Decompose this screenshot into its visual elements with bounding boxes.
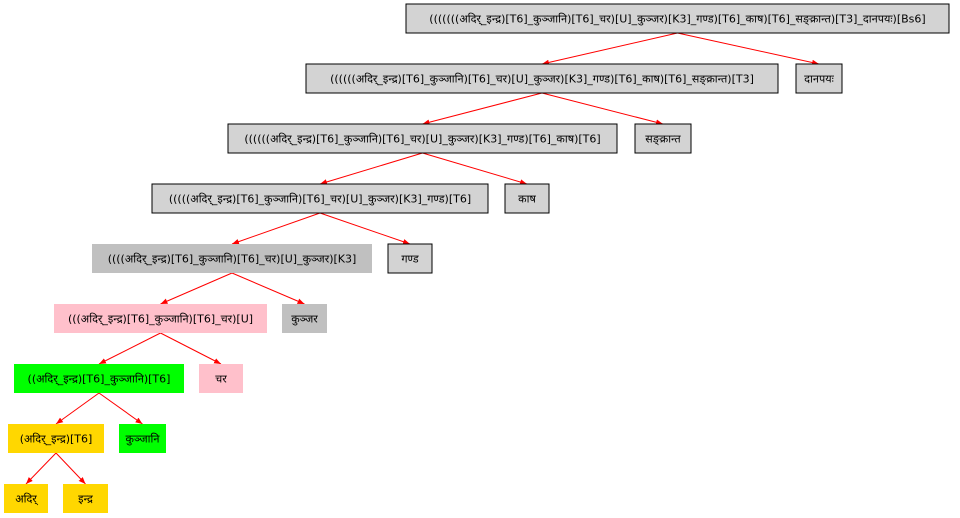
tree-node: (((((अदिर्_इन्द्र)[T6]_कुञ्जानि)[T6]_चर)… [151, 183, 489, 214]
node-label: (((((अदिर्_इन्द्र)[T6]_कुञ्जानि)[T6]_चर)… [169, 193, 471, 206]
node-box [54, 304, 267, 333]
node-box [405, 3, 950, 34]
node-label: (अदिर्_इन्द्र)[T6] [20, 433, 93, 446]
node-label: गण्ड [401, 253, 418, 266]
tree-node: काष [504, 183, 550, 214]
tree-node: ((((((अदिर्_इन्द्र)[T6]_कुञ्जानि)[T6]_चर… [227, 123, 618, 154]
edge-n7-n9 [160, 272, 233, 305]
edge-n11-n14 [98, 392, 143, 425]
node-box [63, 484, 108, 513]
node-label: काष [518, 193, 536, 206]
tree-node: दानपयः [795, 63, 843, 94]
edge-n11-n13 [55, 392, 100, 425]
node-label: (((अदिर्_इन्द्र)[T6]_कुञ्जानि)[T6]_चर)[U… [68, 313, 253, 326]
node-box [119, 424, 166, 453]
node-box [282, 304, 327, 333]
node-label: अदिर् [15, 493, 39, 506]
tree-node: (((अदिर्_इन्द्र)[T6]_कुञ्जानि)[T6]_चर)[U… [54, 304, 267, 333]
tree-node: गण्ड [387, 243, 433, 274]
node-box [504, 183, 550, 214]
node-box [387, 243, 433, 274]
node-label: ((((((अदिर्_इन्द्र)[T6]_कुञ्जानि)[T6]_चर… [244, 133, 600, 146]
node-box [4, 484, 48, 513]
tree-node: (अदिर्_इन्द्र)[T6] [8, 424, 104, 453]
node-box [795, 63, 843, 94]
node-box [14, 364, 184, 393]
edge-n3-n6 [422, 152, 528, 185]
node-box [305, 63, 779, 94]
edge-n9-n12 [160, 332, 222, 365]
node-label: (((((((अदिर्_इन्द्र)[T6]_कुञ्जानि)[T6]_च… [429, 13, 925, 26]
edge-n7-n10 [231, 272, 305, 305]
node-label: कुञ्जर [291, 313, 318, 326]
tree-node: चर [199, 364, 243, 393]
node-box [8, 424, 104, 453]
edge-n9-n11 [98, 332, 161, 365]
tree-node: कुञ्जर [282, 304, 327, 333]
edge-n5-n7 [231, 212, 321, 245]
edge-n0-n1 [541, 32, 678, 66]
edge-n0-n2 [677, 32, 820, 66]
node-box [199, 364, 243, 393]
edge-n13-n15 [25, 452, 57, 485]
edge-n3-n5 [319, 152, 423, 185]
edge-n1-n3 [422, 92, 543, 125]
node-box [227, 123, 618, 154]
tree-node: (((((((अदिर्_इन्द्र)[T6]_कुञ्जानि)[T6]_च… [405, 3, 950, 34]
node-label: ((अदिर्_इन्द्र)[T6]_कुञ्जानि)[T6] [28, 373, 171, 386]
node-box [151, 183, 489, 214]
node-label: ((((अदिर्_इन्द्र)[T6]_कुञ्जानि)[T6]_चर)[… [108, 253, 357, 266]
node-label: दानपयः [804, 73, 834, 86]
tree-node: इन्द्र [63, 484, 108, 513]
nodes-layer: (((((((अदिर्_इन्द्र)[T6]_कुञ्जानि)[T6]_च… [4, 3, 950, 513]
tree-node: ((((((अदिर्_इन्द्र)[T6]_कुञ्जानि)[T6]_चर… [305, 63, 779, 94]
tree-node: ((((अदिर्_इन्द्र)[T6]_कुञ्जानि)[T6]_चर)[… [92, 244, 372, 273]
node-label: इन्द्र [78, 493, 93, 506]
edge-n5-n8 [319, 212, 411, 245]
tree-node: अदिर् [4, 484, 48, 513]
edges-layer [25, 32, 820, 485]
node-label: सङ्क्रान्त [645, 133, 681, 146]
node-label: कुञ्जानि [126, 433, 161, 446]
node-label: ((((((अदिर्_इन्द्र)[T6]_कुञ्जानि)[T6]_चर… [330, 73, 754, 86]
node-box [92, 244, 372, 273]
node-box [634, 123, 692, 154]
edge-n1-n4 [541, 92, 664, 125]
tree-node: सङ्क्रान्त [634, 123, 692, 154]
node-label: चर [215, 373, 227, 386]
tree-node: ((अदिर्_इन्द्र)[T6]_कुञ्जानि)[T6] [14, 364, 184, 393]
edge-n13-n16 [55, 452, 86, 485]
tree-node: कुञ्जानि [119, 424, 166, 453]
